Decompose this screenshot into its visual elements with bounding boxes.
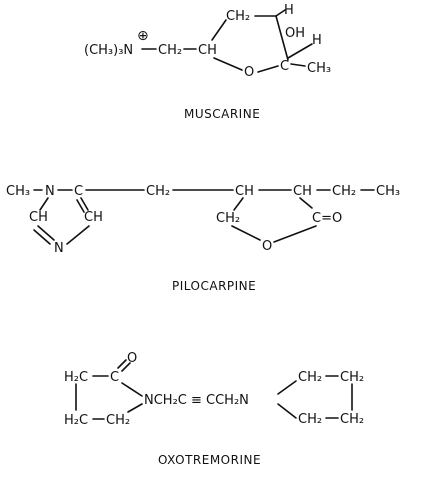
bond <box>231 225 261 241</box>
oxotremorine-pyrrolidine-ch2-top-right: CH₂ <box>340 370 364 385</box>
oxotremorine-ring-ch2: CH₂ <box>106 413 130 428</box>
pilocarpine-bridge-ch2: CH₂ <box>146 184 170 199</box>
bond <box>121 382 143 397</box>
pilocarpine-imidazole-ch-right: CH <box>84 210 103 225</box>
muscarine-positive-charge: ⊕ <box>137 28 149 44</box>
bond <box>233 197 244 211</box>
pilocarpine-lactone-ch-right: CH <box>293 184 312 199</box>
bond <box>275 9 286 17</box>
muscarine-methyl: CH₃ <box>307 61 331 76</box>
bond <box>33 229 51 245</box>
muscarine-trimethyl-group: (CH₃)₃N <box>84 43 133 58</box>
pilocarpine-imidazole-n3: N <box>54 241 64 256</box>
pilocarpine-ethyl-ch2: CH₂ <box>332 184 356 199</box>
muscarine-hydroxyl: OH <box>285 26 305 41</box>
oxotremorine-carbonyl-carbon: C <box>110 370 119 385</box>
bond <box>39 197 49 211</box>
pilocarpine-lactone-ch2: CH₂ <box>216 211 240 226</box>
oxotremorine-pyrrolidine-ch2-bottom-left: CH₂ <box>298 412 322 427</box>
muscarine-ring-ch2: CH₂ <box>226 9 250 24</box>
bond <box>117 359 127 369</box>
bond <box>127 403 143 413</box>
pilocarpine-n-methyl: CH₃ <box>6 184 30 199</box>
bond <box>80 197 89 211</box>
pilocarpine-imidazole-n1: N <box>45 184 55 199</box>
muscarine-h-top: H <box>284 3 294 18</box>
muscarine-ring-oxygen: O <box>244 65 254 80</box>
bond <box>299 197 313 209</box>
muscarine-h-right: H <box>312 33 322 48</box>
bond <box>76 199 85 213</box>
muscarine-structure: (CH₃)₃N ⊕ CH₂ CH CH₂ H OH H C CH₃ O MUSC… <box>84 3 331 121</box>
bond <box>213 57 243 71</box>
muscarine-ch2-chain: CH₂ <box>158 43 182 58</box>
pilocarpine-lactone-oxygen: O <box>262 239 272 254</box>
pilocarpine-imidazole-ch-left: CH <box>29 210 48 225</box>
bond <box>275 15 289 61</box>
oxotremorine-butynyl-chain: NCH₂C ≡ CCH₂N <box>144 393 249 408</box>
oxotremorine-name: OXOTREMORINE <box>158 453 261 467</box>
pilocarpine-name: PILOCARPINE <box>172 279 256 293</box>
pilocarpine-structure: CH₃ N C CH CH N CH₂ CH CH CH₂ CH₃ CH₂ C=… <box>6 184 400 293</box>
oxotremorine-h2c-bottom: H₂C <box>64 413 88 428</box>
pilocarpine-lactone-ch-left: CH <box>235 184 254 199</box>
muscarine-ring-carbon: C <box>280 59 289 74</box>
pilocarpine-ethyl-ch3: CH₃ <box>376 184 400 199</box>
muscarine-ring-ch: CH <box>198 43 217 58</box>
bond <box>277 403 297 419</box>
oxotremorine-carbonyl-oxygen: O <box>127 351 137 366</box>
oxotremorine-structure: O H₂C C H₂C CH₂ NCH₂C ≡ CCH₂N CH₂ CH₂ CH… <box>64 351 364 467</box>
oxotremorine-pyrrolidine-ch2-top-left: CH₂ <box>298 370 322 385</box>
pilocarpine-imidazole-c: C <box>74 184 83 199</box>
pilocarpine-lactone-carbonyl: C=O <box>312 211 342 226</box>
bond <box>121 362 131 372</box>
bond <box>37 225 55 241</box>
bond <box>257 65 279 73</box>
bond <box>66 225 90 245</box>
bond <box>287 43 313 59</box>
bond <box>273 225 317 243</box>
oxotremorine-h2c-top: H₂C <box>64 370 88 385</box>
bond <box>277 380 297 395</box>
muscarine-name: MUSCARINE <box>184 107 260 121</box>
oxotremorine-pyrrolidine-ch2-bottom-right: CH₂ <box>340 412 364 427</box>
bond <box>211 19 227 41</box>
bond <box>290 63 306 67</box>
